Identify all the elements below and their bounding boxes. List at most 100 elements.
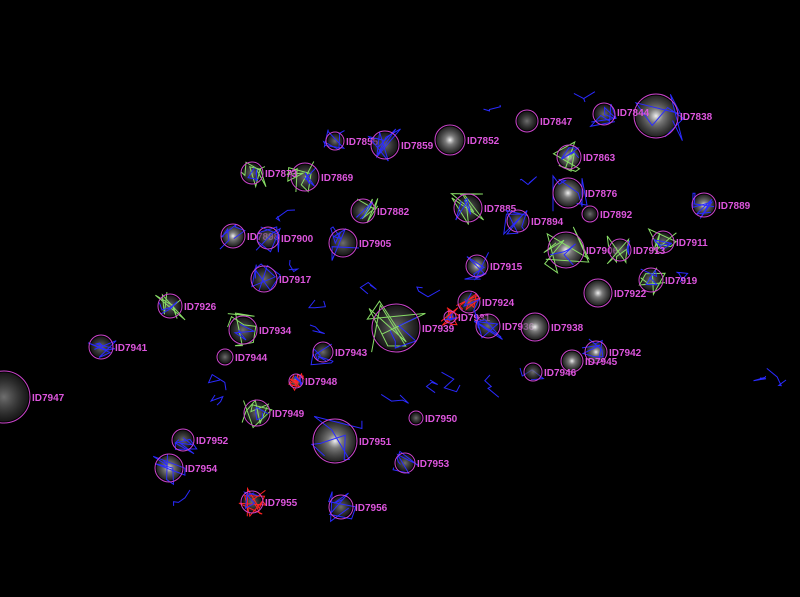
cell-id-label: ID7952 [196,436,229,447]
cell-id7911[interactable]: ID7911 [647,228,708,254]
cell-outline [328,494,354,520]
cell-id-label: ID7951 [359,437,392,448]
cell-track-secondary [233,323,256,341]
cell-track-secondary [247,167,259,182]
cell-id7919[interactable]: ID7919 [638,267,698,297]
cell-id7955[interactable]: ID7955 [238,486,298,518]
cell-id7913[interactable]: ID7913 [606,235,666,265]
cell-id7954[interactable]: ID7954 [152,453,218,486]
cell-outline [157,293,183,319]
cell-id7906[interactable]: ID7906 [543,226,619,274]
cell-id7922[interactable]: ID7922 [583,278,647,308]
cell-id-label: ID7855 [346,137,379,148]
cell-outline [465,254,489,278]
cell-outline [408,410,424,426]
cell-outline [633,93,679,139]
cell-id-label: ID7938 [551,323,584,334]
stray-track-line [441,371,461,393]
cell-id7951[interactable]: ID7951 [310,415,392,464]
cell-id7953[interactable]: ID7953 [392,450,450,474]
cell-track [464,252,490,281]
cell-id7939[interactable]: ID7939 [366,300,455,353]
cell-id7947[interactable]: ID7947 [0,370,65,424]
cell-id7950[interactable]: ID7950 [408,410,458,426]
cell-track [241,399,273,429]
cell-id-label: ID7953 [417,459,450,470]
cell-id7936[interactable]: ID7936 [473,310,535,340]
cell-id7943[interactable]: ID7943 [310,341,368,366]
cell-id7924[interactable]: ID7924 [456,290,515,314]
cell-id7838[interactable]: ID7838 [633,93,713,141]
cell-id7948[interactable]: ID7948 [288,372,338,392]
cell-id-label: ID7844 [617,108,650,119]
cell-blob [373,305,419,351]
cell-outline [154,453,184,483]
cell-track-secondary [243,491,259,510]
cell-outline [691,192,717,218]
stray-track-line [207,373,227,391]
cell-id7847[interactable]: ID7847 [515,109,573,133]
cell-id-label: ID7889 [718,201,751,212]
cell-track [581,338,604,362]
cell-id-label: ID7954 [185,464,218,475]
cell-outline [515,109,539,133]
cell-outline [651,230,675,254]
cell-outline [638,267,664,293]
cell-id7942[interactable]: ID7942 [581,338,642,364]
cell-id7905[interactable]: ID7905 [328,226,392,261]
cell-id7869[interactable]: ID7869 [286,161,354,193]
cell-id7941[interactable]: ID7941 [87,334,148,360]
cell-outline [240,161,264,185]
cell-track-secondary [561,147,580,160]
cell-outline [523,362,543,382]
cell-id-label: ID7956 [355,503,388,514]
cell-blob [562,351,582,371]
cell-id7859[interactable]: ID7859 [367,128,434,162]
cell-outline [556,144,582,170]
cell-id7889[interactable]: ID7889 [691,192,751,219]
cell-outline [584,340,608,364]
cell-id-label: ID7892 [600,210,633,221]
cell-id7844[interactable]: ID7844 [589,102,650,128]
cell-track [310,343,334,366]
cell-track [392,450,419,474]
cell-track [449,193,484,225]
cell-id7952[interactable]: ID7952 [171,428,229,455]
cell-blob [635,95,677,137]
cell-id7945[interactable]: ID7945 [560,349,618,373]
cell-id7892[interactable]: ID7892 [581,205,633,223]
stray-track-line [173,489,191,506]
cell-id7946[interactable]: ID7946 [523,362,577,382]
cell-id7882[interactable]: ID7882 [350,198,410,224]
cell-outline [547,231,585,269]
cell-id7915[interactable]: ID7915 [464,252,523,281]
cell-track [367,128,401,162]
cell-id7926[interactable]: ID7926 [155,292,217,321]
cell-track-secondary [653,239,673,250]
cell-id7938[interactable]: ID7938 [520,312,584,342]
cell-id7944[interactable]: ID7944 [216,348,268,366]
cell-outline [290,162,320,192]
stray-track-line [519,176,537,186]
cell-id7855[interactable]: ID7855 [322,129,379,151]
cell-id7956[interactable]: ID7956 [328,491,388,523]
cell-id7931[interactable]: ID7931 [440,307,491,326]
stray-track-line [359,281,377,295]
cell-id7917[interactable]: ID7917 [250,263,312,293]
cell-id7900[interactable]: ID7900 [255,226,314,253]
cell-track-secondary [550,243,576,266]
cell-id7885[interactable]: ID7885 [449,193,517,225]
cell-id-label: ID7950 [425,414,458,425]
cell-id7894[interactable]: ID7894 [503,209,564,236]
background-tracks [173,91,787,506]
cell-id7949[interactable]: ID7949 [241,399,305,429]
cell-id7876[interactable]: ID7876 [552,174,618,212]
cell-id7934[interactable]: ID7934 [227,312,292,347]
cell-id7852[interactable]: ID7852 [434,124,500,156]
cell-id-label: ID7882 [377,207,410,218]
cell-id7863[interactable]: ID7863 [552,140,616,172]
cell-id7873[interactable]: ID7873 [240,161,298,189]
cell-outline [520,312,550,342]
